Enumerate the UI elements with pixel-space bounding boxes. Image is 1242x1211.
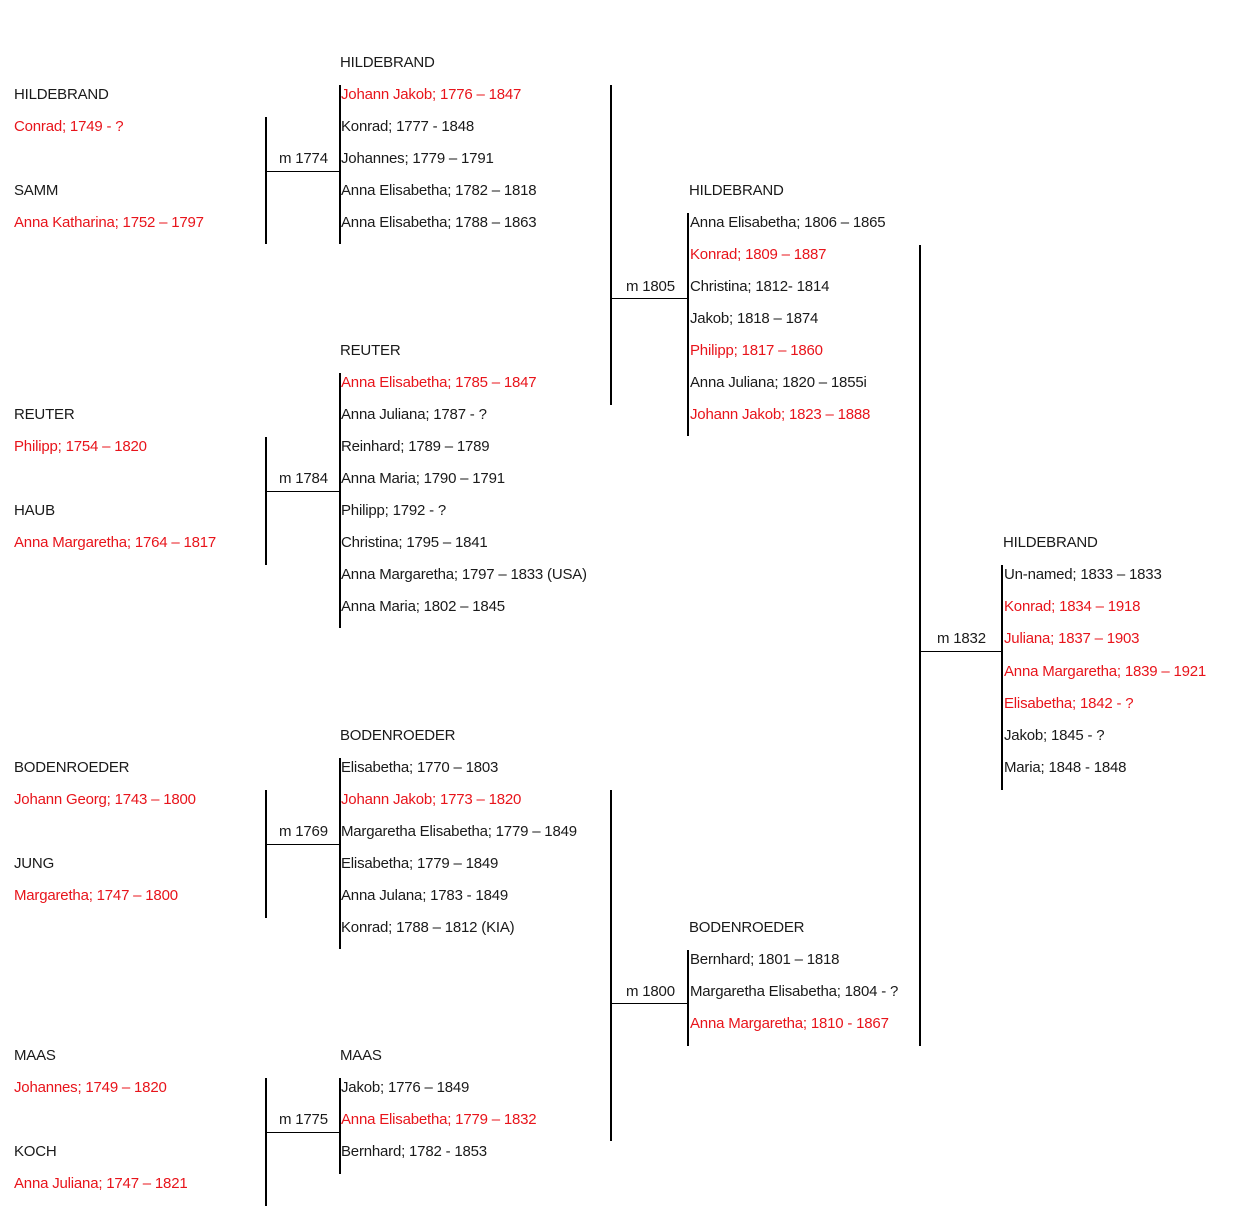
couple-bracket-line [919,245,921,1046]
child-entry: Elisabetha; 1842 - ? [1004,695,1134,712]
child-entry: Johann Jakob; 1776 – 1847 [341,86,522,103]
child-entry: Anna Elisabetha; 1785 – 1847 [341,374,537,391]
child-entry: Anna Elisabetha; 1779 – 1832 [341,1111,537,1128]
child-entry: Konrad; 1809 – 1887 [690,246,827,263]
child-entry: Christina; 1795 – 1841 [341,534,488,551]
family-surname: MAAS [340,1047,382,1064]
child-entry: Jakob; 1776 – 1849 [341,1079,470,1096]
children-bracket-line [339,85,341,244]
child-entry: Anna Maria; 1790 – 1791 [341,470,505,487]
child-entry: Philipp; 1792 - ? [341,502,447,519]
marriage-label: m 1784 [279,470,328,487]
child-entry: Anna Margaretha; 1810 - 1867 [690,1015,889,1032]
child-entry: Jakob; 1818 – 1874 [690,310,819,327]
person-name: Anna Katharina; 1752 – 1797 [14,214,204,231]
family-surname: BODENROEDER [340,727,456,744]
couple-bracket-line [265,790,267,918]
person-name: Philipp; 1754 – 1820 [14,438,147,455]
children-bracket-line [339,1078,341,1174]
marriage-label: m 1800 [626,983,675,1000]
surname-label: HAUB [14,502,55,519]
couple-bracket-line [610,85,612,405]
child-entry: Anna Julana; 1783 - 1849 [341,887,509,904]
marriage-connector [266,491,340,492]
marriage-label: m 1832 [937,630,986,647]
child-entry: Margaretha Elisabetha; 1779 – 1849 [341,823,577,840]
child-entry: Konrad; 1834 – 1918 [1004,598,1141,615]
child-entry: Johannes; 1779 – 1791 [341,150,494,167]
person-name: Johann Georg; 1743 – 1800 [14,791,196,808]
marriage-connector [611,298,688,299]
child-entry: Margaretha Elisabetha; 1804 - ? [690,983,899,1000]
marriage-label: m 1775 [279,1111,328,1128]
child-entry: Reinhard; 1789 – 1789 [341,438,490,455]
child-entry: Elisabetha; 1770 – 1803 [341,759,499,776]
marriage-label: m 1774 [279,150,328,167]
child-entry: Bernhard; 1801 – 1818 [690,951,840,968]
surname-label: SAMM [14,182,59,199]
child-entry: Anna Maria; 1802 – 1845 [341,598,505,615]
children-bracket-line [339,758,341,949]
child-entry: Christina; 1812- 1814 [690,278,830,295]
family-surname: HILDEBRAND [340,54,435,71]
child-entry: Anna Margaretha; 1839 – 1921 [1004,663,1207,680]
child-entry: Maria; 1848 - 1848 [1004,759,1127,776]
family-surname: HILDEBRAND [1003,534,1098,551]
children-bracket-line [339,373,341,628]
child-entry: Johann Jakob; 1773 – 1820 [341,791,522,808]
child-entry: Juliana; 1837 – 1903 [1004,630,1140,647]
person-name: Margaretha; 1747 – 1800 [14,887,178,904]
child-entry: Elisabetha; 1779 – 1849 [341,855,499,872]
person-name: Johannes; 1749 – 1820 [14,1079,167,1096]
child-entry: Jakob; 1845 - ? [1004,727,1105,744]
marriage-connector [266,171,340,172]
marriage-label: m 1769 [279,823,328,840]
child-entry: Anna Elisabetha; 1806 – 1865 [690,214,886,231]
child-entry: Bernhard; 1782 - 1853 [341,1143,487,1160]
marriage-label: m 1805 [626,278,675,295]
marriage-connector [266,1132,340,1133]
surname-label: KOCH [14,1143,57,1160]
family-surname: REUTER [340,342,401,359]
person-name: Anna Margaretha; 1764 – 1817 [14,534,217,551]
marriage-connector [920,651,1002,652]
surname-label: BODENROEDER [14,759,130,776]
marriage-connector [266,844,340,845]
couple-bracket-line [610,790,612,1141]
person-name: Anna Juliana; 1747 – 1821 [14,1175,188,1192]
marriage-connector [611,1003,688,1004]
child-entry: Philipp; 1817 – 1860 [690,342,823,359]
child-entry: Anna Elisabetha; 1782 – 1818 [341,182,537,199]
surname-label: MAAS [14,1047,56,1064]
couple-bracket-line [265,437,267,565]
child-entry: Un-named; 1833 – 1833 [1004,566,1162,583]
children-bracket-line [687,950,689,1046]
couple-bracket-line [265,117,267,244]
family-surname: HILDEBRAND [689,182,784,199]
surname-label: HILDEBRAND [14,86,109,103]
child-entry: Konrad; 1777 - 1848 [341,118,474,135]
surname-label: REUTER [14,406,75,423]
child-entry: Johann Jakob; 1823 – 1888 [690,406,871,423]
surname-label: JUNG [14,855,55,872]
child-entry: Anna Margaretha; 1797 – 1833 (USA) [341,566,587,583]
children-bracket-line [1001,565,1003,790]
child-entry: Anna Elisabetha; 1788 – 1863 [341,214,537,231]
child-entry: Konrad; 1788 – 1812 (KIA) [341,919,515,936]
child-entry: Anna Juliana; 1820 – 1855i [690,374,867,391]
family-surname: BODENROEDER [689,919,805,936]
person-name: Conrad; 1749 - ? [14,118,124,135]
child-entry: Anna Juliana; 1787 - ? [341,406,487,423]
children-bracket-line [687,213,689,436]
couple-bracket-line [265,1078,267,1206]
